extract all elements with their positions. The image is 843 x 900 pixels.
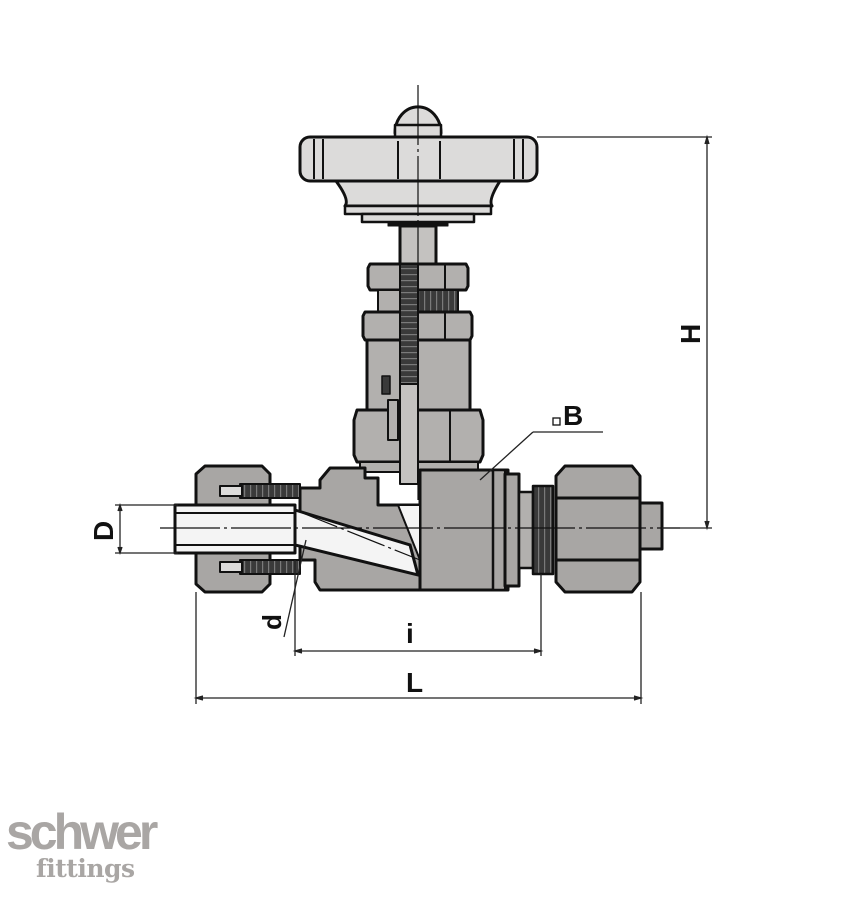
brand-logo: schwer fittings bbox=[6, 804, 158, 883]
left-compression-fitting bbox=[173, 464, 301, 594]
valve-body bbox=[298, 466, 555, 592]
dimension-label-d-inner: d bbox=[257, 614, 287, 630]
square-symbol-icon bbox=[552, 417, 561, 426]
dimension-lines bbox=[115, 134, 712, 704]
dimension-label-i: i bbox=[406, 618, 414, 649]
dimension-label-b: B bbox=[563, 400, 583, 431]
logo-wordmark-fittings: fittings bbox=[36, 854, 135, 883]
right-compression-fitting bbox=[554, 464, 664, 594]
dimension-label-h: H bbox=[675, 324, 706, 344]
centerlines bbox=[160, 85, 680, 561]
flow-bore bbox=[293, 504, 421, 578]
logo-wordmark-schwer: schwer bbox=[6, 804, 158, 860]
dimension-label-d-outer: D bbox=[88, 521, 119, 541]
dimension-label-l: L bbox=[406, 667, 423, 698]
